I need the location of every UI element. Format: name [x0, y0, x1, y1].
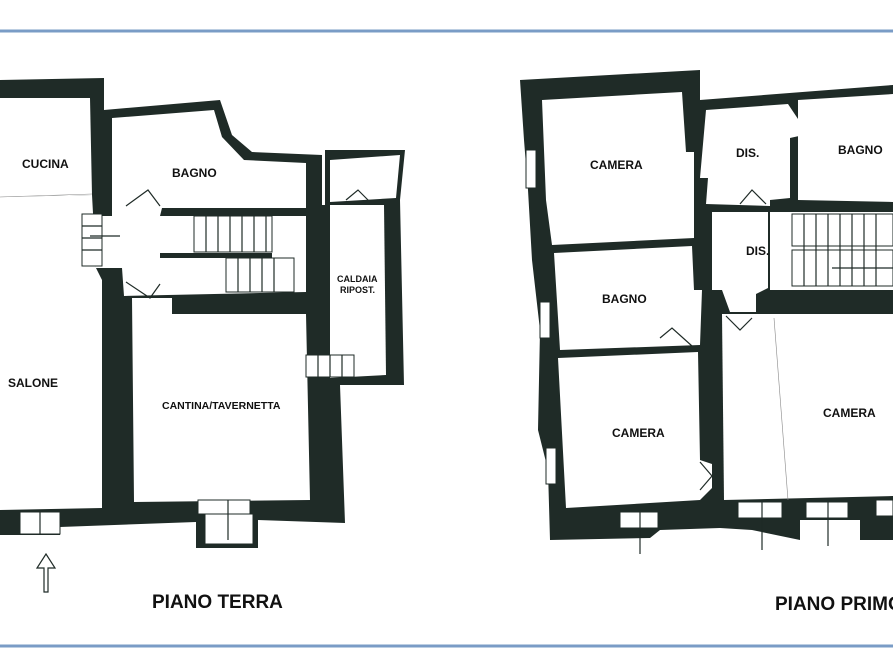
- window: [737, 501, 783, 519]
- camera-room-3: [722, 314, 893, 500]
- first-floor-stairs: [791, 213, 893, 287]
- window: [805, 501, 849, 519]
- room-label-dis-2: DIS.: [746, 244, 769, 258]
- camera-room-1: [542, 92, 694, 245]
- window: [619, 511, 659, 529]
- door-swing: [125, 281, 161, 299]
- dis-room-2: [712, 212, 768, 312]
- room-label-cucina: CUCINA: [22, 157, 69, 171]
- bagno-room-2: [554, 246, 702, 350]
- salone-room: [0, 195, 102, 510]
- light-well: [204, 513, 254, 545]
- caldaia-steps: [305, 354, 355, 378]
- floor-title-piano-primo: PIANO PRIMO: [775, 594, 893, 615]
- room-label-cantina: CANTINA/TAVERNETTA: [162, 400, 281, 412]
- camera-room-2: [558, 352, 712, 508]
- ground-floor-plan: CUCINA BAGNO SALONE CANTINA/TAVERNETTA C…: [0, 78, 405, 613]
- first-floor-plan: CAMERA DIS. BAGNO DIS. BAGNO CAMERA CAME…: [520, 70, 893, 615]
- cucina-room: [0, 98, 92, 197]
- door-swing: [125, 189, 161, 207]
- window: [545, 447, 557, 485]
- door-swing: [345, 189, 373, 205]
- cantina-room: [132, 298, 310, 502]
- dis-room-1: [700, 104, 808, 206]
- bagno-room: [112, 110, 306, 216]
- window: [875, 499, 893, 517]
- room-label-camera-3: CAMERA: [823, 406, 876, 420]
- room-label-caldaia: CALDAIA: [337, 274, 378, 284]
- floor-title-piano-terra: PIANO TERRA: [152, 592, 283, 613]
- window-cantina: [197, 499, 251, 515]
- window: [525, 149, 537, 189]
- room-label-camera-1: CAMERA: [590, 158, 643, 172]
- room-label-dis-1: DIS.: [736, 146, 759, 160]
- window: [539, 301, 551, 339]
- room-label-ripost: RIPOST.: [340, 285, 375, 295]
- room-label-bagno: BAGNO: [172, 166, 217, 180]
- caldaia-room: [330, 205, 386, 378]
- bagno-room-1: [798, 94, 893, 202]
- caldaia-entry: [330, 155, 400, 202]
- ground-stairs: [160, 215, 295, 293]
- entrance-arrow-icon: [35, 552, 57, 593]
- room-label-camera-2: CAMERA: [612, 426, 665, 440]
- side-steps: [81, 213, 103, 267]
- room-label-bagno-1: BAGNO: [838, 143, 883, 157]
- room-label-bagno-2: BAGNO: [602, 292, 647, 306]
- room-label-salone: SALONE: [8, 376, 58, 390]
